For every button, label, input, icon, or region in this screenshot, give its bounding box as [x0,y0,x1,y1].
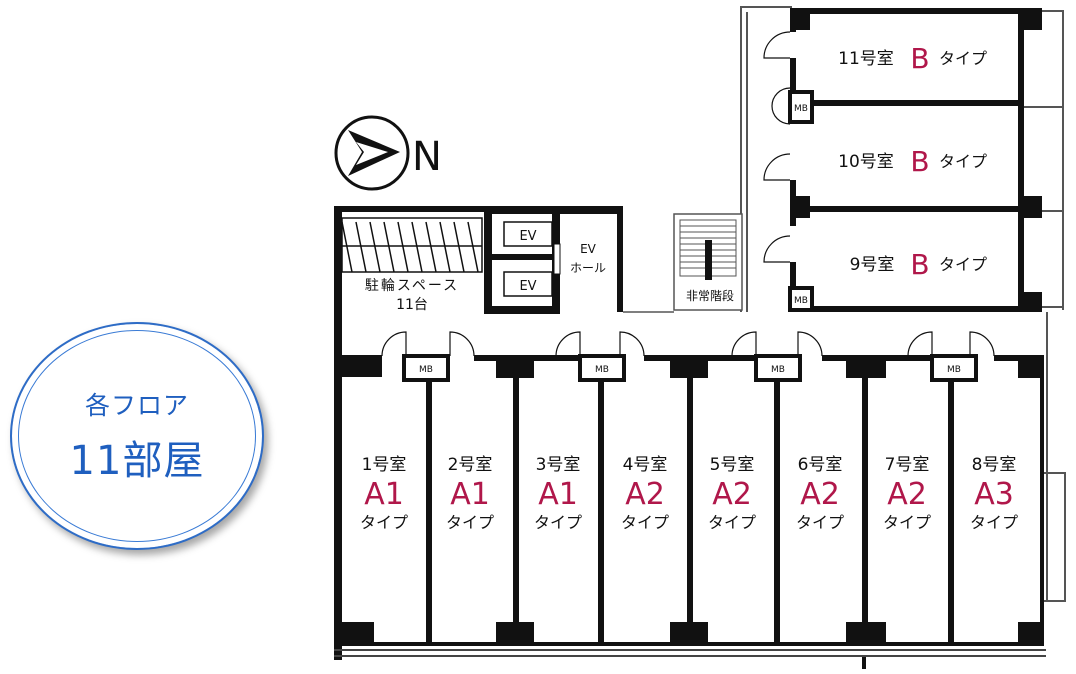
room-11-label: 11号室 B タイプ [838,42,987,75]
mb-label: MB [419,365,433,375]
svg-text:9号室: 9号室 [850,255,895,275]
svg-text:タイプ: タイプ [708,513,756,532]
common-area: 駐輪スペース 11台 EV EV EV ホール 非常階段 [341,206,743,314]
mb-label: MB [595,365,609,375]
svg-text:タイプ: タイプ [939,152,987,171]
svg-text:タイプ: タイプ [939,49,987,68]
svg-text:A1: A1 [364,477,404,512]
room-10-label: 10号室 B タイプ [838,145,987,178]
a-rooms-walls [334,355,1044,646]
bicycle-parking-label: 駐輪スペース [365,277,459,294]
mb-boxes: MB MB MB MB MB MB [402,90,978,382]
svg-text:A2: A2 [887,477,927,512]
emergency-stairs-label: 非常階段 [686,288,734,303]
mb-label: MB [794,104,808,114]
elevator-1-label: EV [519,229,536,244]
svg-text:2号室: 2号室 [448,455,493,475]
svg-text:タイプ: タイプ [883,513,931,532]
svg-text:A2: A2 [625,477,665,512]
svg-text:タイプ: タイプ [534,513,582,532]
svg-text:A1: A1 [450,477,490,512]
ev-hall-label-1: EV [580,242,597,256]
svg-text:A2: A2 [800,477,840,512]
svg-text:3号室: 3号室 [536,455,581,475]
north-compass-icon: N [334,115,442,191]
svg-text:B: B [910,248,929,281]
ev-hall-label-2: ホール [570,261,606,275]
b-room-labels: 11号室 B タイプ 10号室 B タイプ 9号室 B タイプ [838,42,987,281]
outer-walls [334,6,1066,669]
mb-label: MB [794,296,808,306]
badge-caption: 各フロア [84,391,189,420]
svg-text:4号室: 4号室 [623,455,668,475]
svg-text:A1: A1 [538,477,578,512]
floor-count-badge: 各フロア 11部屋 [10,322,264,550]
svg-text:タイプ: タイプ [939,255,987,274]
svg-text:タイプ: タイプ [446,513,494,532]
mb-label: MB [771,365,785,375]
room-9-label: 9号室 B タイプ [850,248,987,281]
svg-text:タイプ: タイプ [796,513,844,532]
mb-label: MB [947,365,961,375]
svg-text:B: B [910,145,929,178]
svg-text:タイプ: タイプ [621,513,669,532]
svg-text:A3: A3 [974,477,1014,512]
bicycle-parking-count: 11台 [396,297,428,313]
door-swings [381,31,995,357]
compass-north-label: N [412,134,442,180]
elevator-2-label: EV [519,279,536,294]
badge-room-count: 11部屋 [69,438,205,484]
svg-text:11号室: 11号室 [838,49,894,69]
svg-text:1号室: 1号室 [362,455,407,475]
svg-text:タイプ: タイプ [360,513,408,532]
svg-text:タイプ: タイプ [970,513,1018,532]
svg-text:8号室: 8号室 [972,455,1017,475]
svg-text:A2: A2 [712,477,752,512]
svg-text:10号室: 10号室 [838,152,894,172]
svg-text:5号室: 5号室 [710,455,755,475]
svg-text:B: B [910,42,929,75]
svg-text:6号室: 6号室 [798,455,843,475]
svg-text:7号室: 7号室 [885,455,930,475]
